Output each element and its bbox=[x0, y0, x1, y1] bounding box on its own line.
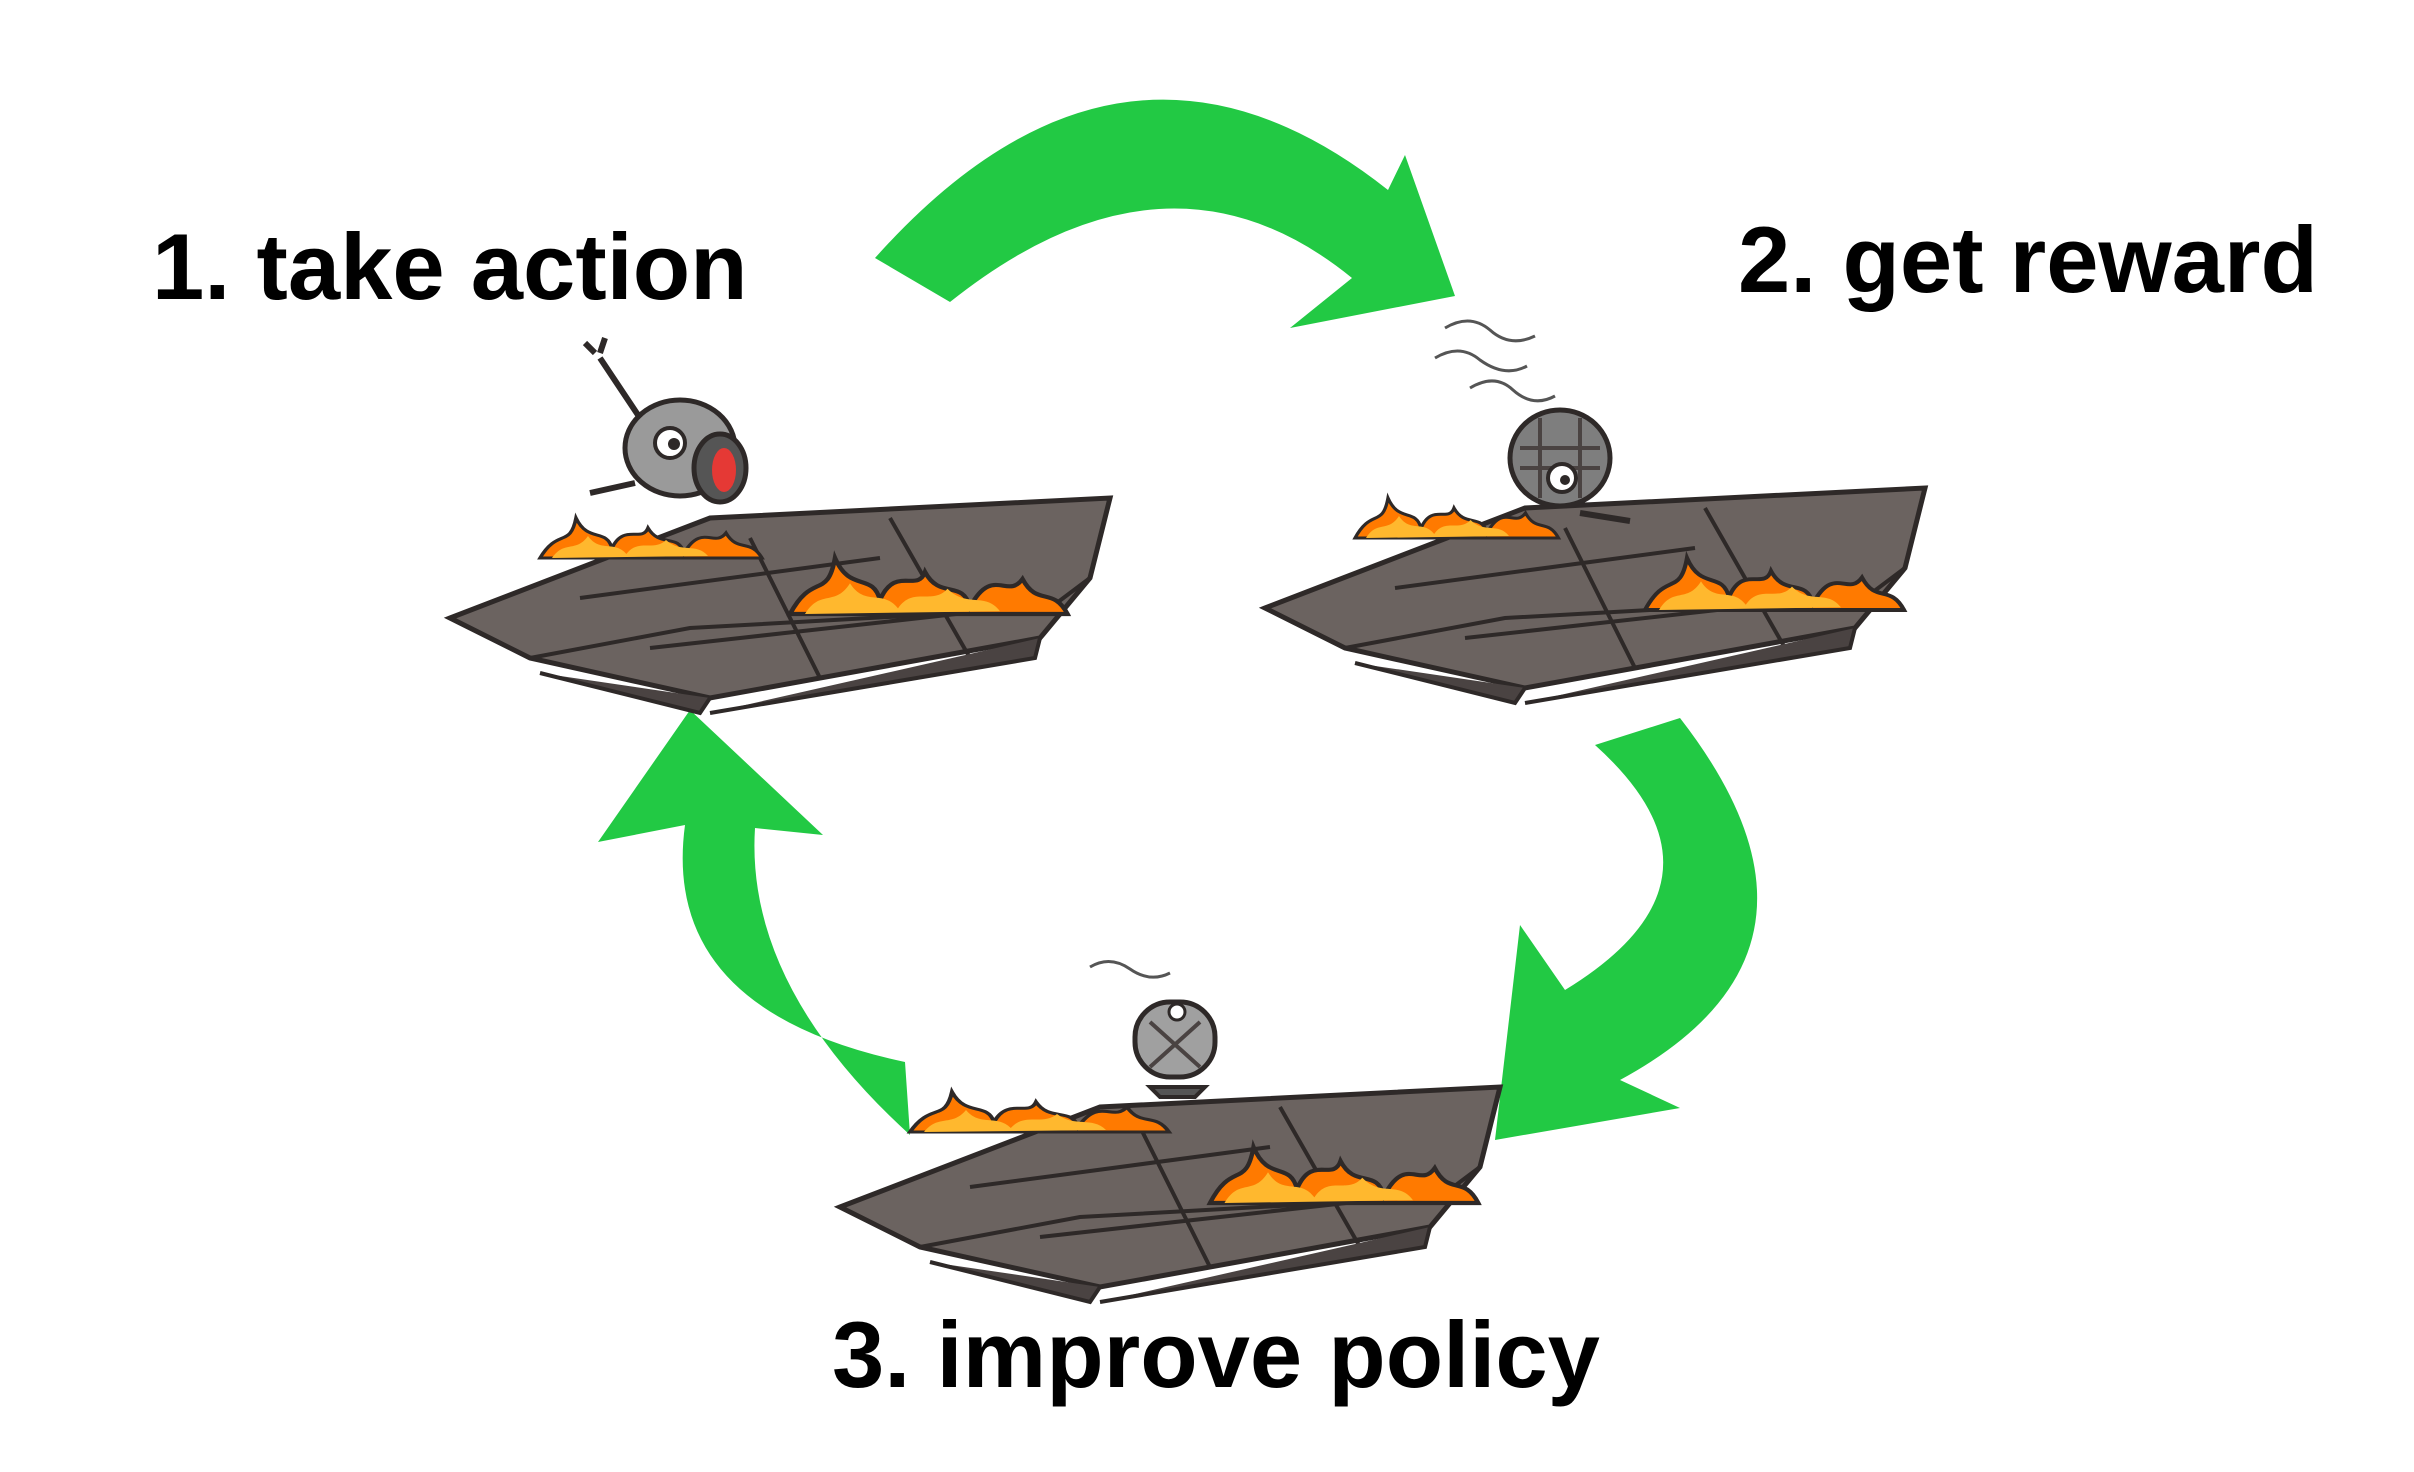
cycle-arrow-top bbox=[875, 99, 1455, 328]
scene-get-reward bbox=[1265, 319, 1925, 703]
scene-improve-policy bbox=[840, 960, 1500, 1302]
robot-icon bbox=[1132, 999, 1218, 1099]
cycle-arrow-left bbox=[598, 710, 910, 1135]
robot-icon bbox=[582, 337, 749, 505]
cycle-arrow-right bbox=[1495, 718, 1758, 1140]
step-2-label: 2. get reward bbox=[1738, 207, 2318, 312]
smoke-icon bbox=[1089, 960, 1171, 979]
step-1-label: 1. take action bbox=[152, 214, 748, 319]
step-3-label: 3. improve policy bbox=[832, 1302, 1600, 1407]
scene-take-action bbox=[450, 337, 1110, 713]
smoke-icon bbox=[1434, 319, 1556, 403]
robot-icon bbox=[1507, 407, 1631, 524]
